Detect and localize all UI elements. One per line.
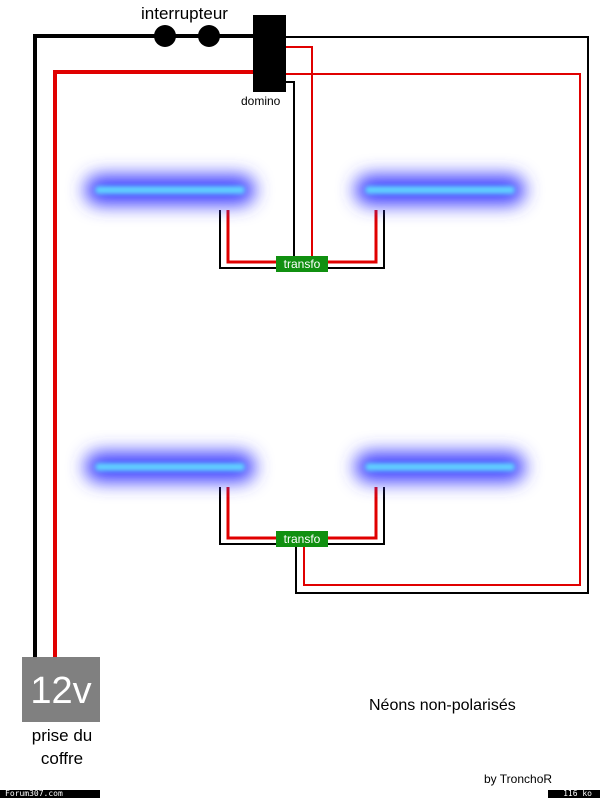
footer-site: Forum307.com	[0, 790, 100, 798]
neon-tube	[355, 452, 525, 482]
source-desc-line1: prise du	[31, 726, 93, 745]
positive-wire-top-transfo	[286, 46, 313, 262]
domino-label: domino	[241, 94, 281, 108]
switch-contact-icon	[198, 25, 220, 47]
positive-wire-loop	[286, 73, 581, 586]
footer-size: 116 ko	[548, 790, 600, 798]
neon-wire-positive	[226, 210, 378, 264]
diagram-title: Néons non-polarisés	[369, 697, 516, 714]
power-source-12v: 12v	[22, 657, 100, 722]
switch-label: interrupteur	[141, 4, 228, 23]
neon-tube	[355, 175, 525, 205]
negative-wire-main	[33, 34, 256, 657]
neon-tube	[85, 175, 255, 205]
switch-contact-icon	[154, 25, 176, 47]
author-credit: by TronchoR	[484, 772, 553, 786]
transfo-bottom: transfo	[276, 531, 328, 547]
transfo-top: transfo	[276, 256, 328, 272]
domino-block	[253, 15, 286, 92]
negative-wire-loop	[286, 36, 589, 594]
source-desc-line2: coffre	[40, 749, 84, 768]
negative-wire-top-transfo	[286, 81, 295, 262]
positive-wire-main	[53, 70, 256, 657]
neon-tube	[85, 452, 255, 482]
